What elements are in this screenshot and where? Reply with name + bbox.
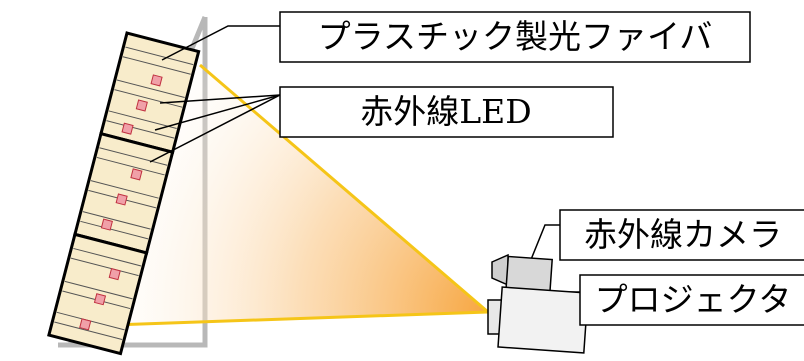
led-chip bbox=[130, 168, 143, 181]
projector-label: プロジェクタ bbox=[595, 280, 792, 319]
led-chip bbox=[100, 218, 113, 231]
fiber-label: プラスチック製光ファイバ bbox=[318, 17, 713, 56]
fiber-panel bbox=[47, 232, 149, 356]
fiber-leader-line bbox=[161, 25, 280, 61]
led-label: 赤外線LED bbox=[360, 92, 531, 131]
led-chip bbox=[121, 122, 134, 135]
led-chip bbox=[135, 99, 148, 112]
fiber-label-box: プラスチック製光ファイバ bbox=[279, 11, 751, 63]
led-chip bbox=[93, 293, 107, 306]
fiber-panel bbox=[99, 31, 201, 155]
camera-leader-line bbox=[529, 224, 560, 263]
camera-label: 赤外線カメラ bbox=[584, 215, 782, 254]
projection-beam bbox=[81, 63, 489, 328]
fiber-display bbox=[47, 31, 201, 356]
led-label-box: 赤外線LED bbox=[279, 86, 614, 138]
led-chip bbox=[115, 193, 128, 206]
projector bbox=[487, 286, 589, 354]
projector-label-box: プロジェクタ bbox=[579, 274, 804, 326]
led-chip bbox=[150, 74, 163, 87]
led-chip bbox=[79, 318, 92, 331]
led-leader-lines bbox=[149, 94, 281, 163]
infrared-camera bbox=[491, 253, 554, 297]
led-chip bbox=[108, 268, 121, 281]
camera-label-box: 赤外線カメラ bbox=[559, 209, 804, 261]
